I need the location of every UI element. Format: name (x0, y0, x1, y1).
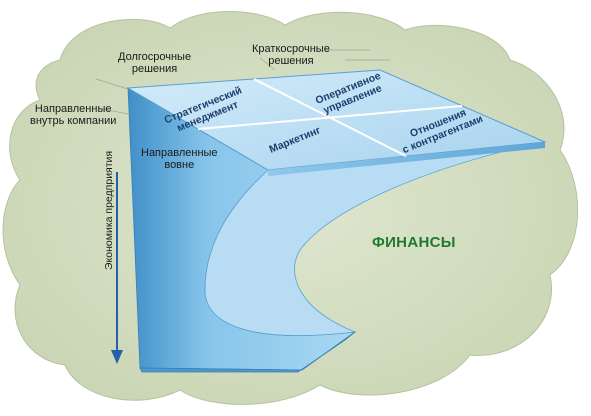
block-curve-side (204, 144, 531, 336)
block-top-edge (268, 142, 545, 176)
label-inward: Направленные внутрь компании (30, 103, 117, 127)
grid-dividers (197, 78, 463, 157)
label-short-term: Краткосрочные решения (252, 43, 330, 67)
economy-arrow (111, 172, 123, 364)
label-finance: ФИНАНСЫ (372, 234, 456, 251)
label-outward: Направленные вовне (141, 147, 218, 171)
block-bottom (139, 331, 356, 373)
label-economy: Экономика предприятия (103, 150, 115, 270)
label-long-term: Долгосрочные решения (118, 51, 192, 75)
